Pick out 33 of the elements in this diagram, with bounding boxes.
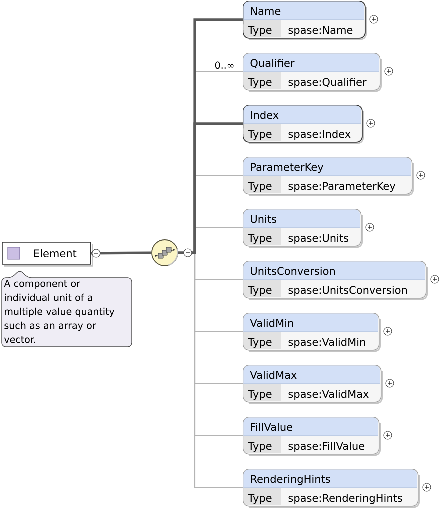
type-label: Type (244, 384, 281, 402)
type-name: spase:Units (288, 234, 349, 244)
type-label: Type (244, 72, 281, 90)
type-name: spase:ValidMax (288, 390, 369, 400)
type-label: Type (244, 176, 281, 194)
type-label: Type (244, 20, 281, 38)
type-name: spase:Qualifier (288, 78, 367, 88)
type-name: spase:FillValue (288, 442, 365, 452)
type-name: spase:Name (288, 26, 353, 36)
element-name: RenderingHints (243, 470, 418, 488)
edge-label: 0..∞ (214, 60, 236, 70)
element-box: Element (2, 242, 94, 267)
type-label: Type (244, 436, 281, 454)
type-label: Type (244, 488, 281, 506)
type-name: spase:Index (288, 130, 351, 140)
element-name: ValidMax (243, 366, 381, 384)
element-name: FillValue (243, 418, 379, 436)
type-name: spase:ValidMin (288, 338, 366, 348)
element-name: UnitsConversion (243, 262, 426, 280)
element-name: ParameterKey (243, 158, 412, 176)
note-bubble: A component or individual unit of a multiple value quantity such as an array or vector. (2, 271, 132, 348)
type-label: Type (244, 124, 281, 142)
type-name: spase:UnitsConversion (288, 286, 408, 296)
element-name: Qualifier (243, 54, 380, 72)
type-label: Type (244, 332, 281, 350)
type-name: spase:ParameterKey (288, 182, 396, 192)
type-label: Type (244, 280, 281, 298)
element-name: Index (243, 106, 362, 124)
element-name: Units (243, 210, 361, 228)
type-label: Type (244, 228, 281, 246)
type-name: spase:RenderingHints (288, 494, 402, 504)
element-name: Name (243, 2, 365, 20)
element-name: ValidMin (243, 314, 379, 332)
